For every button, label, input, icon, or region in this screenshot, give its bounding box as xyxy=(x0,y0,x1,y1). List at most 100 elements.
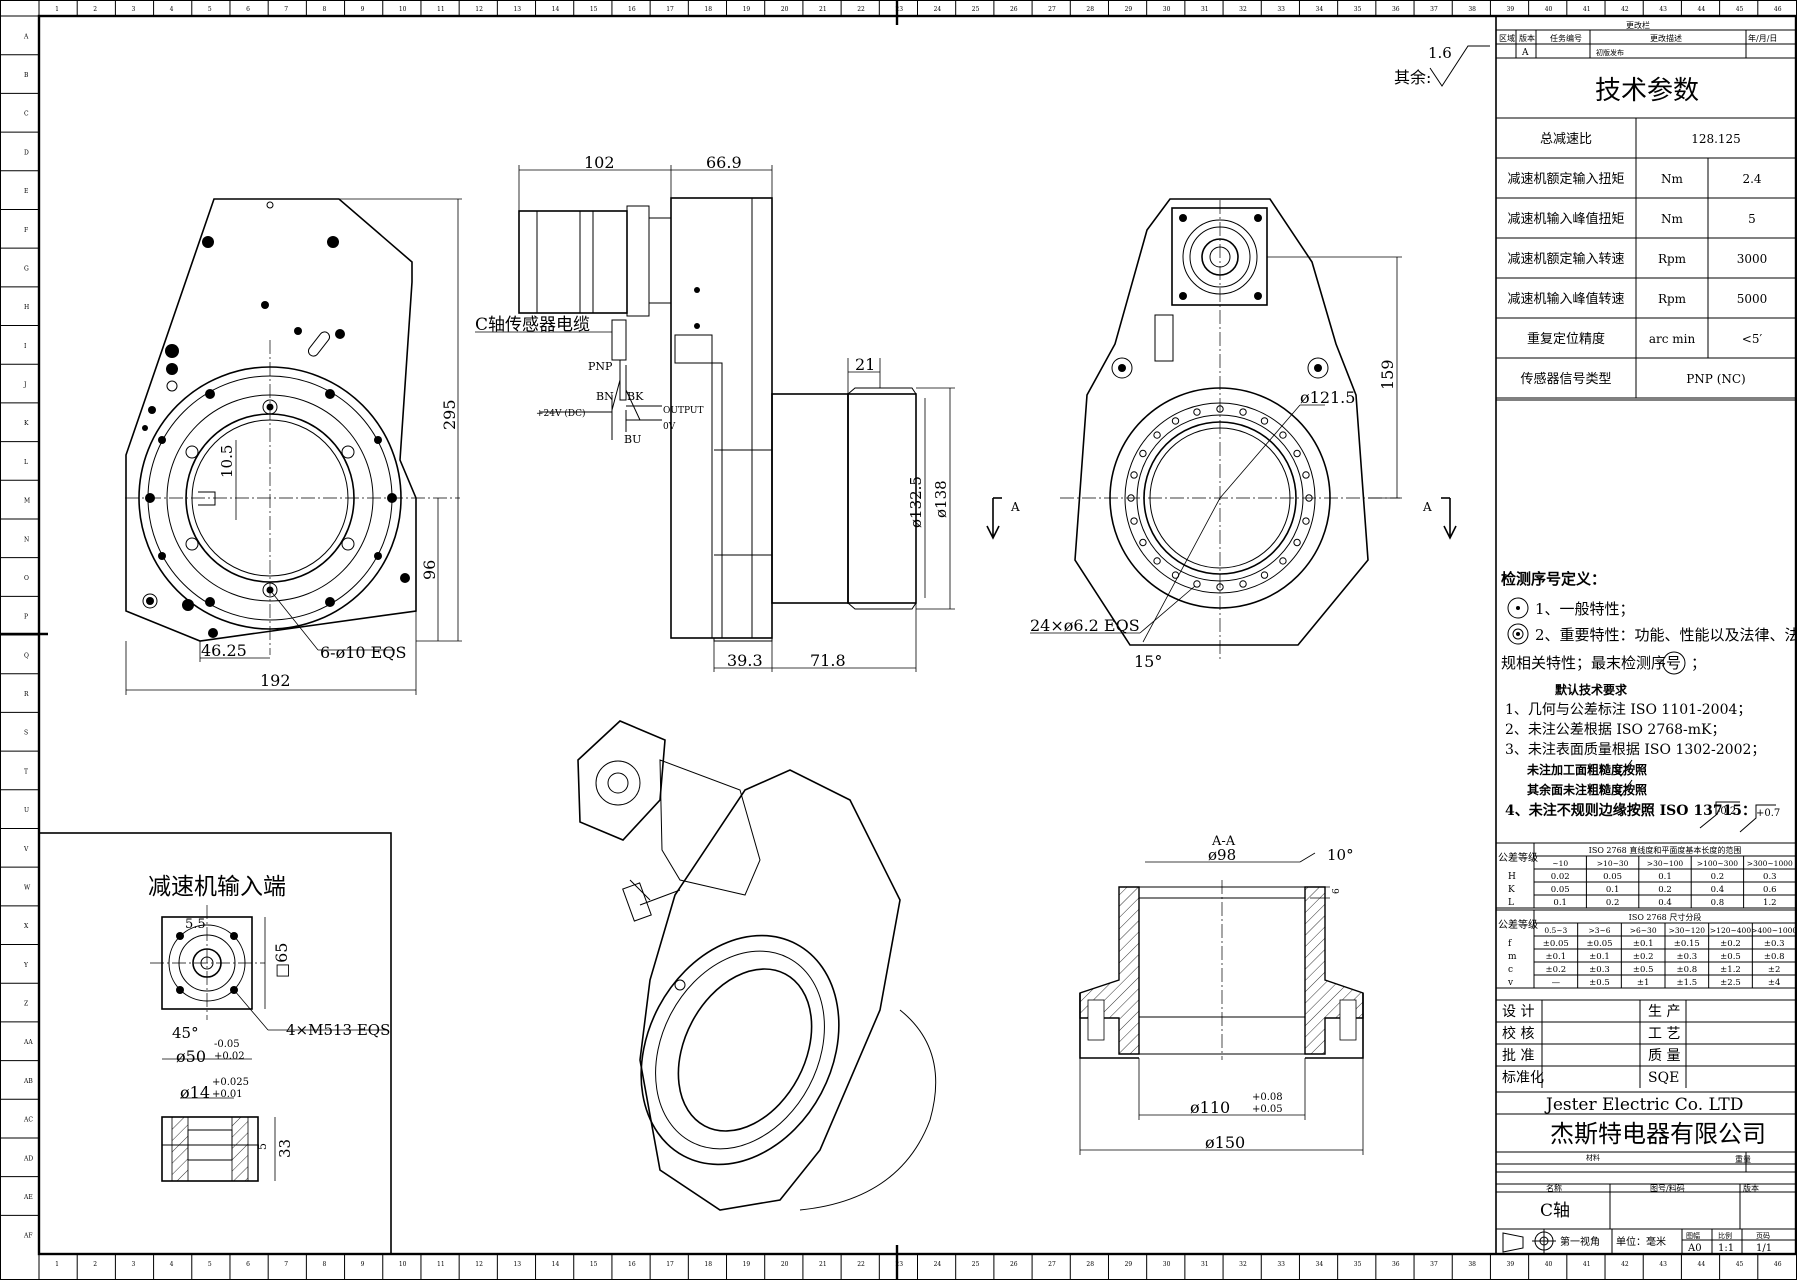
tol-cell: ±0.05 xyxy=(1543,939,1569,949)
input-dim-14: ø14 xyxy=(180,1083,210,1102)
border-row-label: AF xyxy=(23,1233,33,1240)
tol-cell: ±0.5 xyxy=(1589,978,1610,988)
border-col-label: 11 xyxy=(437,1261,445,1268)
rev-col-desc: 更改描述 xyxy=(1650,33,1682,43)
input-dim-square: □65 xyxy=(272,943,291,978)
border-row-label: Y xyxy=(23,962,29,969)
border-row-label: AC xyxy=(23,1117,33,1124)
tol-head: >6~30 xyxy=(1630,926,1657,935)
border-row-label: F xyxy=(24,227,28,234)
side-dim-dia-138: ø138 xyxy=(932,480,950,518)
border-col-label: 2 xyxy=(93,6,97,13)
border-col-label: 25 xyxy=(972,1261,980,1268)
border-col-label: 37 xyxy=(1430,1261,1438,1268)
side-dim-gearbox: 66.9 xyxy=(706,153,742,172)
border-col-label: 9 xyxy=(361,6,365,13)
front-dim-offset: 46.25 xyxy=(201,641,247,660)
rear-dim-holes: 24×ø6.2 EQS xyxy=(1030,616,1140,635)
input-dim-5: 5 xyxy=(256,1143,269,1150)
tol-title: ISO 2768 直线度和平面度基本长度的范围 xyxy=(1589,845,1742,855)
border-col-label: 21 xyxy=(819,6,827,13)
edge-val-1: -0.2 xyxy=(1717,806,1736,817)
input-tol-14-lower: +0.01 xyxy=(212,1089,243,1100)
border-col-label: 4 xyxy=(170,6,174,13)
edge-val-2: +0.7 xyxy=(1756,808,1780,819)
border-row-label: K xyxy=(24,420,29,427)
tech-req-title: 默认技术要求 xyxy=(1555,682,1628,697)
tol-cell: ±0.3 xyxy=(1677,952,1698,962)
border-col-label: 17 xyxy=(666,1261,674,1268)
sign-role: 批 准 xyxy=(1502,1048,1534,1064)
border-col-label: 4 xyxy=(170,1261,174,1268)
tech-req-3a: 未注加工面粗糙度按照 xyxy=(1526,762,1647,777)
tol-head: >400~1000 xyxy=(1751,926,1797,935)
sign-role: SQE xyxy=(1648,1070,1679,1086)
border-row-label: C xyxy=(24,111,29,118)
part-name: C轴 xyxy=(1540,1201,1570,1221)
tol-cell: ±0.1 xyxy=(1546,952,1567,962)
section-tol-upper: +0.08 xyxy=(1252,1092,1283,1103)
border-col-label: 28 xyxy=(1086,6,1094,13)
rev-col-area: 区域 xyxy=(1499,33,1515,43)
cable-label: C轴传感器电缆 xyxy=(475,315,590,335)
tech-req-4: 4、未注不规则边缘按照 ISO 13715： xyxy=(1505,802,1756,819)
section-mark-right: A xyxy=(1422,500,1432,514)
border-col-label: 44 xyxy=(1698,1261,1706,1268)
company-en: Jester Electric Co. LTD xyxy=(1544,1095,1743,1115)
rear-dim-159: 159 xyxy=(1378,359,1397,390)
border-col-label: 3 xyxy=(131,1261,135,1268)
border-col-label: 37 xyxy=(1430,6,1438,13)
material-label: 材料 xyxy=(1586,1153,1600,1162)
border-row-label: AE xyxy=(23,1194,33,1201)
tol-head: >3~6 xyxy=(1588,926,1610,935)
border-col-label: 32 xyxy=(1239,1261,1247,1268)
tol-cell: ±0.2 xyxy=(1720,939,1741,949)
param-name: 减速机输入峰值转速 xyxy=(1507,291,1624,307)
border-col-label: 10 xyxy=(399,1261,407,1268)
tol-cell: 0.05 xyxy=(1603,872,1622,882)
isometric-view xyxy=(577,720,937,1211)
rear-hole xyxy=(1193,408,1201,416)
side-dim-motor: 102 xyxy=(584,153,615,172)
border-col-label: 46 xyxy=(1774,1261,1782,1268)
tol-cell: ±0.8 xyxy=(1677,965,1698,975)
tol-row-label: m xyxy=(1508,952,1517,962)
sign-role: 工 艺 xyxy=(1648,1026,1680,1042)
side-dim-39: 39.3 xyxy=(727,651,763,670)
rev-row-desc: 初版发布 xyxy=(1596,48,1624,57)
tol-cell: ±0.3 xyxy=(1589,965,1610,975)
section-title: A-A xyxy=(1211,834,1236,849)
tol-row-label: v xyxy=(1507,978,1514,988)
border-col-label: 16 xyxy=(628,1261,636,1268)
tol-cell: ±1.5 xyxy=(1677,978,1698,988)
border-col-label: 24 xyxy=(934,1261,942,1268)
tol-cell: ±0.2 xyxy=(1633,952,1654,962)
border-row-label: L xyxy=(24,459,28,466)
rear-hole xyxy=(1153,557,1161,565)
front-view: 192 46.25 295 96 10.5 6-ø10 EQS xyxy=(125,198,462,695)
border-col-label: 32 xyxy=(1239,6,1247,13)
tol-cell: ±0.1 xyxy=(1589,952,1610,962)
rear-hole xyxy=(1279,557,1287,565)
tech-req-3b: 其余面未注粗糙度按照 xyxy=(1527,782,1647,797)
sheet-val: 1/1 xyxy=(1756,1243,1772,1254)
param-name: 减速机额定输入扭矩 xyxy=(1507,171,1624,187)
border-col-label: 38 xyxy=(1468,1261,1476,1268)
border-col-label: 44 xyxy=(1698,6,1706,13)
border-col-label: 41 xyxy=(1583,1261,1591,1268)
param-unit: arc min xyxy=(1649,332,1696,346)
tol-label: 公差等级 xyxy=(1498,851,1538,864)
border-col-label: 10 xyxy=(399,6,407,13)
border-col-label: 26 xyxy=(1010,6,1018,13)
border-row-label: D xyxy=(24,149,29,156)
border-col-label: 20 xyxy=(781,6,789,13)
roughness-prefix: 其余: xyxy=(1394,68,1431,87)
side-dim-flange-width: 21 xyxy=(855,355,875,374)
border-col-label: 31 xyxy=(1201,1261,1209,1268)
tech-req-2: 2、未注公差根据 ISO 2768-mK； xyxy=(1505,722,1726,738)
output-flange xyxy=(771,393,849,604)
param-value: 3000 xyxy=(1737,252,1768,266)
rear-hole xyxy=(1239,408,1247,416)
tol-cell: ±1.2 xyxy=(1720,965,1741,975)
